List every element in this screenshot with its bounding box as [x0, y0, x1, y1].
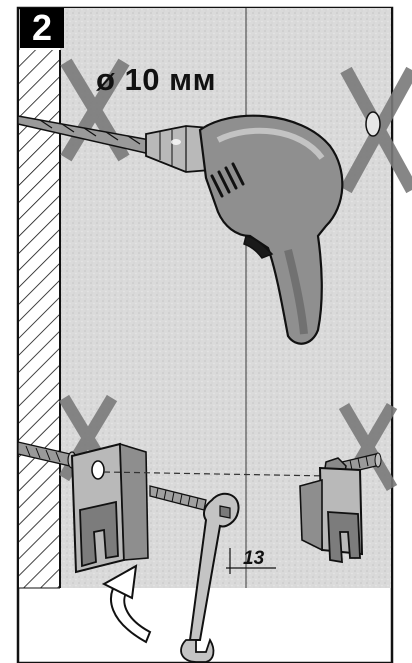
drilled-hole	[366, 112, 380, 136]
mounting-bracket-left	[72, 444, 148, 572]
drill-diameter-label: ø 10 мм	[96, 62, 216, 98]
step-number-badge: 2	[20, 8, 64, 48]
wrench-size-label: 13	[243, 548, 264, 570]
